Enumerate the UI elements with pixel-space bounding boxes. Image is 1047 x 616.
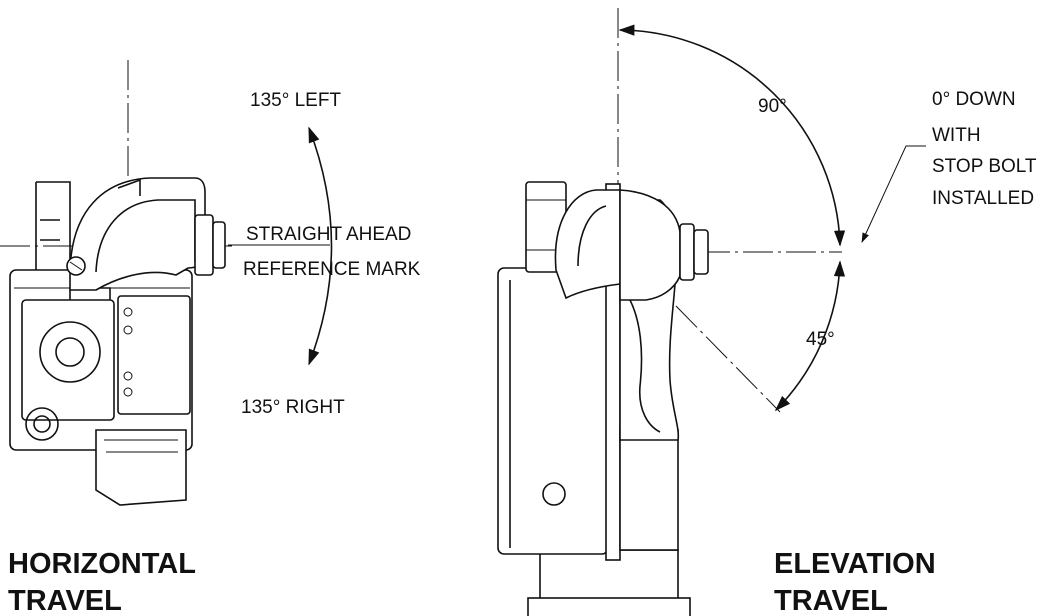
up-angle-label: 90° — [758, 96, 787, 117]
stop-note-line2: WITH — [932, 125, 981, 146]
elevation-title-line2: TRAVEL — [774, 585, 888, 616]
horizontal-title-line1: HORIZONTAL — [8, 548, 196, 580]
down-angle-line — [675, 305, 781, 413]
stop-note-line4: INSTALLED — [932, 188, 1034, 209]
horizontal-view: 135° LEFT STRAIGHT AHEAD REFERENCE MARK … — [0, 60, 421, 616]
elevation-title-line1: ELEVATION — [774, 548, 936, 580]
reference-label-line1: STRAIGHT AHEAD — [246, 224, 411, 245]
monitor-side-body — [497, 181, 709, 561]
elevation-view: 90° 45° 0° DOWN WITH STOP BOLT INSTALLED… — [497, 8, 1037, 616]
reference-label-line2: REFERENCE MARK — [243, 259, 421, 280]
right-limit-label: 135° RIGHT — [241, 397, 345, 418]
horizontal-travel-arrow — [308, 126, 333, 366]
up-travel-arc — [618, 24, 846, 247]
stop-note-line3: STOP BOLT — [932, 156, 1037, 177]
stop-note-leader — [861, 145, 926, 243]
down-angle-label: 45° — [806, 329, 835, 350]
monitor-top-body — [9, 181, 193, 506]
down-travel-arc — [774, 260, 846, 412]
horizontal-title-line2: TRAVEL — [8, 585, 122, 616]
stop-note-line1: 0° DOWN — [932, 89, 1016, 110]
left-limit-label: 135° LEFT — [250, 90, 341, 111]
monitor-elbow — [66, 177, 226, 291]
base-pipe — [527, 549, 691, 616]
